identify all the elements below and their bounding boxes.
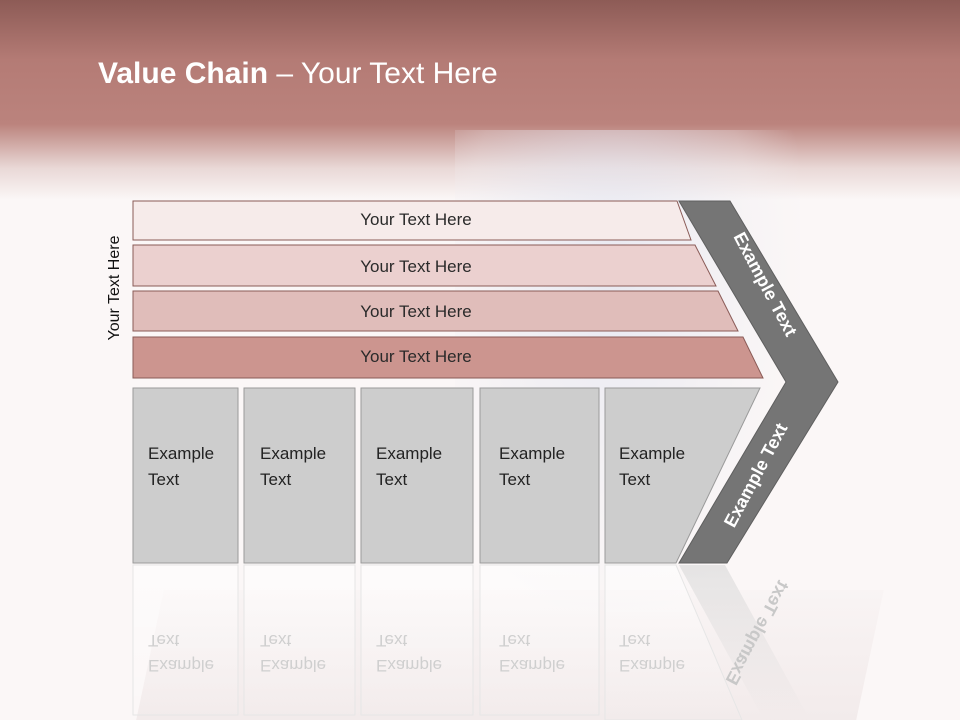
primary-column-3 bbox=[360, 387, 474, 564]
reflection-text: Text bbox=[499, 631, 530, 650]
support-bars: Your Text Here Your Text Here Your Text … bbox=[132, 200, 764, 379]
column-text: Example bbox=[260, 444, 326, 463]
column-text: Example bbox=[499, 444, 565, 463]
reflection-text: Text bbox=[148, 631, 179, 650]
reflection-col-5 bbox=[604, 564, 743, 720]
reflection-col-4 bbox=[479, 564, 600, 716]
column-text: Text bbox=[148, 470, 179, 489]
title-bold: Value Chain bbox=[98, 57, 269, 90]
support-bar-1 bbox=[132, 200, 692, 241]
support-bar-label: Your Text Here bbox=[360, 210, 472, 229]
primary-column-4 bbox=[479, 387, 600, 564]
title-rest: – Your Text Here bbox=[268, 57, 498, 90]
column-text: Text bbox=[376, 470, 407, 489]
slide-title: Value Chain – Your Text Here bbox=[98, 52, 498, 96]
primary-column-1 bbox=[132, 387, 239, 564]
support-bar-2 bbox=[132, 244, 717, 287]
reflection-text: Example bbox=[499, 656, 565, 675]
reflection-text: Example bbox=[619, 656, 685, 675]
reflection-chevron bbox=[679, 565, 810, 720]
primary-column-5 bbox=[604, 387, 761, 564]
column-text: Text bbox=[499, 470, 530, 489]
column-text: Example bbox=[376, 444, 442, 463]
column-text: Example bbox=[148, 444, 214, 463]
support-bar-label: Your Text Here bbox=[360, 257, 472, 276]
reflection-text: Example bbox=[376, 656, 442, 675]
reflection: Example Text Example Text Example Text E… bbox=[132, 564, 810, 720]
reflection-text: Example bbox=[260, 656, 326, 675]
margin-chevron: Example Text Example Text bbox=[678, 200, 839, 564]
reflection-text: Text bbox=[376, 631, 407, 650]
primary-column-2 bbox=[243, 387, 356, 564]
support-bar-label: Your Text Here bbox=[360, 302, 472, 321]
reflection-col-1 bbox=[132, 564, 239, 716]
support-bar-3 bbox=[132, 290, 739, 332]
reflection-col-3 bbox=[360, 564, 474, 716]
column-text: Example bbox=[619, 444, 685, 463]
reflection-text: Example bbox=[148, 656, 214, 675]
chevron-shape bbox=[678, 200, 839, 564]
column-text: Text bbox=[260, 470, 291, 489]
reflection-text: Text bbox=[619, 631, 650, 650]
support-bar-4 bbox=[132, 336, 764, 379]
primary-columns: Example Text Example Text Example Text E… bbox=[132, 387, 761, 564]
column-text: Text bbox=[619, 470, 650, 489]
reflection-text: Text bbox=[260, 631, 291, 650]
reflection-col-2 bbox=[243, 564, 356, 716]
support-bar-label: Your Text Here bbox=[360, 347, 472, 366]
